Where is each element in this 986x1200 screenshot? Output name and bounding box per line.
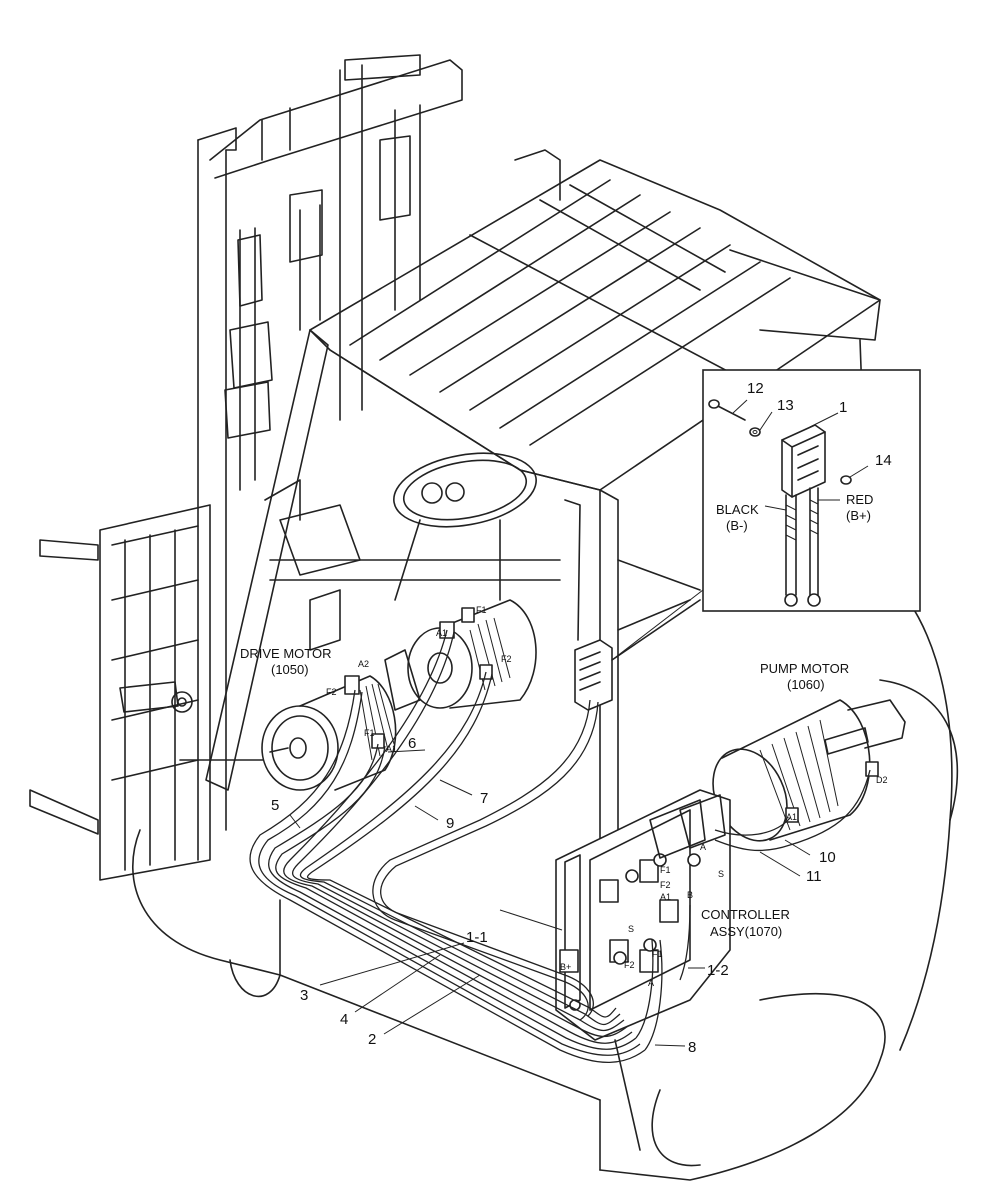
terminal-a-ctrl-2: A bbox=[648, 978, 654, 988]
callout-7: 7 bbox=[480, 790, 488, 807]
inset-panel bbox=[611, 369, 921, 661]
inset-callout-12: 12 bbox=[747, 380, 764, 397]
terminal-f2-center: F2 bbox=[501, 654, 512, 664]
pump-motor-illustration bbox=[712, 699, 906, 842]
callout-1-1: 1-1 bbox=[466, 929, 488, 946]
callout-2: 2 bbox=[368, 1031, 376, 1048]
terminal-f2-ctrl: F2 bbox=[660, 880, 671, 890]
terminal-a-ctrl: A bbox=[700, 842, 706, 852]
controller-label: CONTROLLER bbox=[701, 907, 790, 922]
callout-8: 8 bbox=[688, 1039, 696, 1056]
callout-1-2: 1-2 bbox=[707, 962, 729, 979]
leader-lines bbox=[289, 749, 811, 1047]
callout-9: 9 bbox=[446, 815, 454, 832]
callout-4: 4 bbox=[340, 1011, 348, 1028]
pump-motor-code: (1060) bbox=[787, 677, 825, 692]
terminal-s: S bbox=[718, 869, 724, 879]
drive-motor-label: DRIVE MOTOR bbox=[240, 646, 332, 661]
inset-callout-1: 1 bbox=[839, 399, 847, 416]
drive-motor-illustration bbox=[261, 599, 537, 791]
battery-connector bbox=[574, 599, 701, 711]
terminal-a2: A2 bbox=[358, 659, 369, 669]
steering-and-seat bbox=[264, 452, 701, 651]
callout-3: 3 bbox=[300, 987, 308, 1004]
callout-11: 11 bbox=[806, 868, 822, 885]
fork-carriage bbox=[29, 504, 211, 881]
terminal-a1-ctrl: A1 bbox=[660, 892, 671, 902]
cable-harness bbox=[249, 629, 871, 1064]
terminal-f1-ctrl: F1 bbox=[660, 865, 671, 875]
controller-assy-illustration bbox=[555, 789, 731, 1041]
black-polarity: (B-) bbox=[726, 518, 748, 533]
black-label: BLACK bbox=[716, 502, 759, 517]
terminal-f1-ctrl-2: F1 bbox=[652, 949, 663, 959]
red-label: RED bbox=[846, 492, 873, 507]
inset-callout-13: 13 bbox=[777, 397, 794, 414]
drive-motor-code: (1050) bbox=[271, 662, 309, 677]
terminal-a1-left: A1 bbox=[386, 744, 397, 754]
terminal-f2-left: F2 bbox=[326, 687, 337, 697]
callout-5: 5 bbox=[271, 797, 279, 814]
terminal-f2-ctrl-2: F2 bbox=[624, 960, 635, 970]
terminal-s-ctrl: S bbox=[628, 924, 634, 934]
terminal-a1-center: A1 bbox=[436, 628, 447, 638]
red-polarity: (B+) bbox=[846, 508, 871, 523]
terminal-d2: D2 bbox=[876, 775, 888, 785]
terminal-f1-left: F1 bbox=[364, 728, 375, 738]
mast bbox=[197, 54, 463, 861]
terminal-a1-pump: A1 bbox=[786, 812, 797, 822]
pump-motor-label: PUMP MOTOR bbox=[760, 661, 849, 676]
terminal-b-plus: B+ bbox=[560, 962, 571, 972]
controller-code: ASSY(1070) bbox=[710, 924, 782, 939]
callout-6: 6 bbox=[408, 735, 416, 752]
terminal-f1-center: F1 bbox=[476, 605, 487, 615]
callout-10: 10 bbox=[819, 849, 836, 866]
inset-callout-14: 14 bbox=[875, 452, 892, 469]
terminal-b: B bbox=[687, 890, 693, 900]
